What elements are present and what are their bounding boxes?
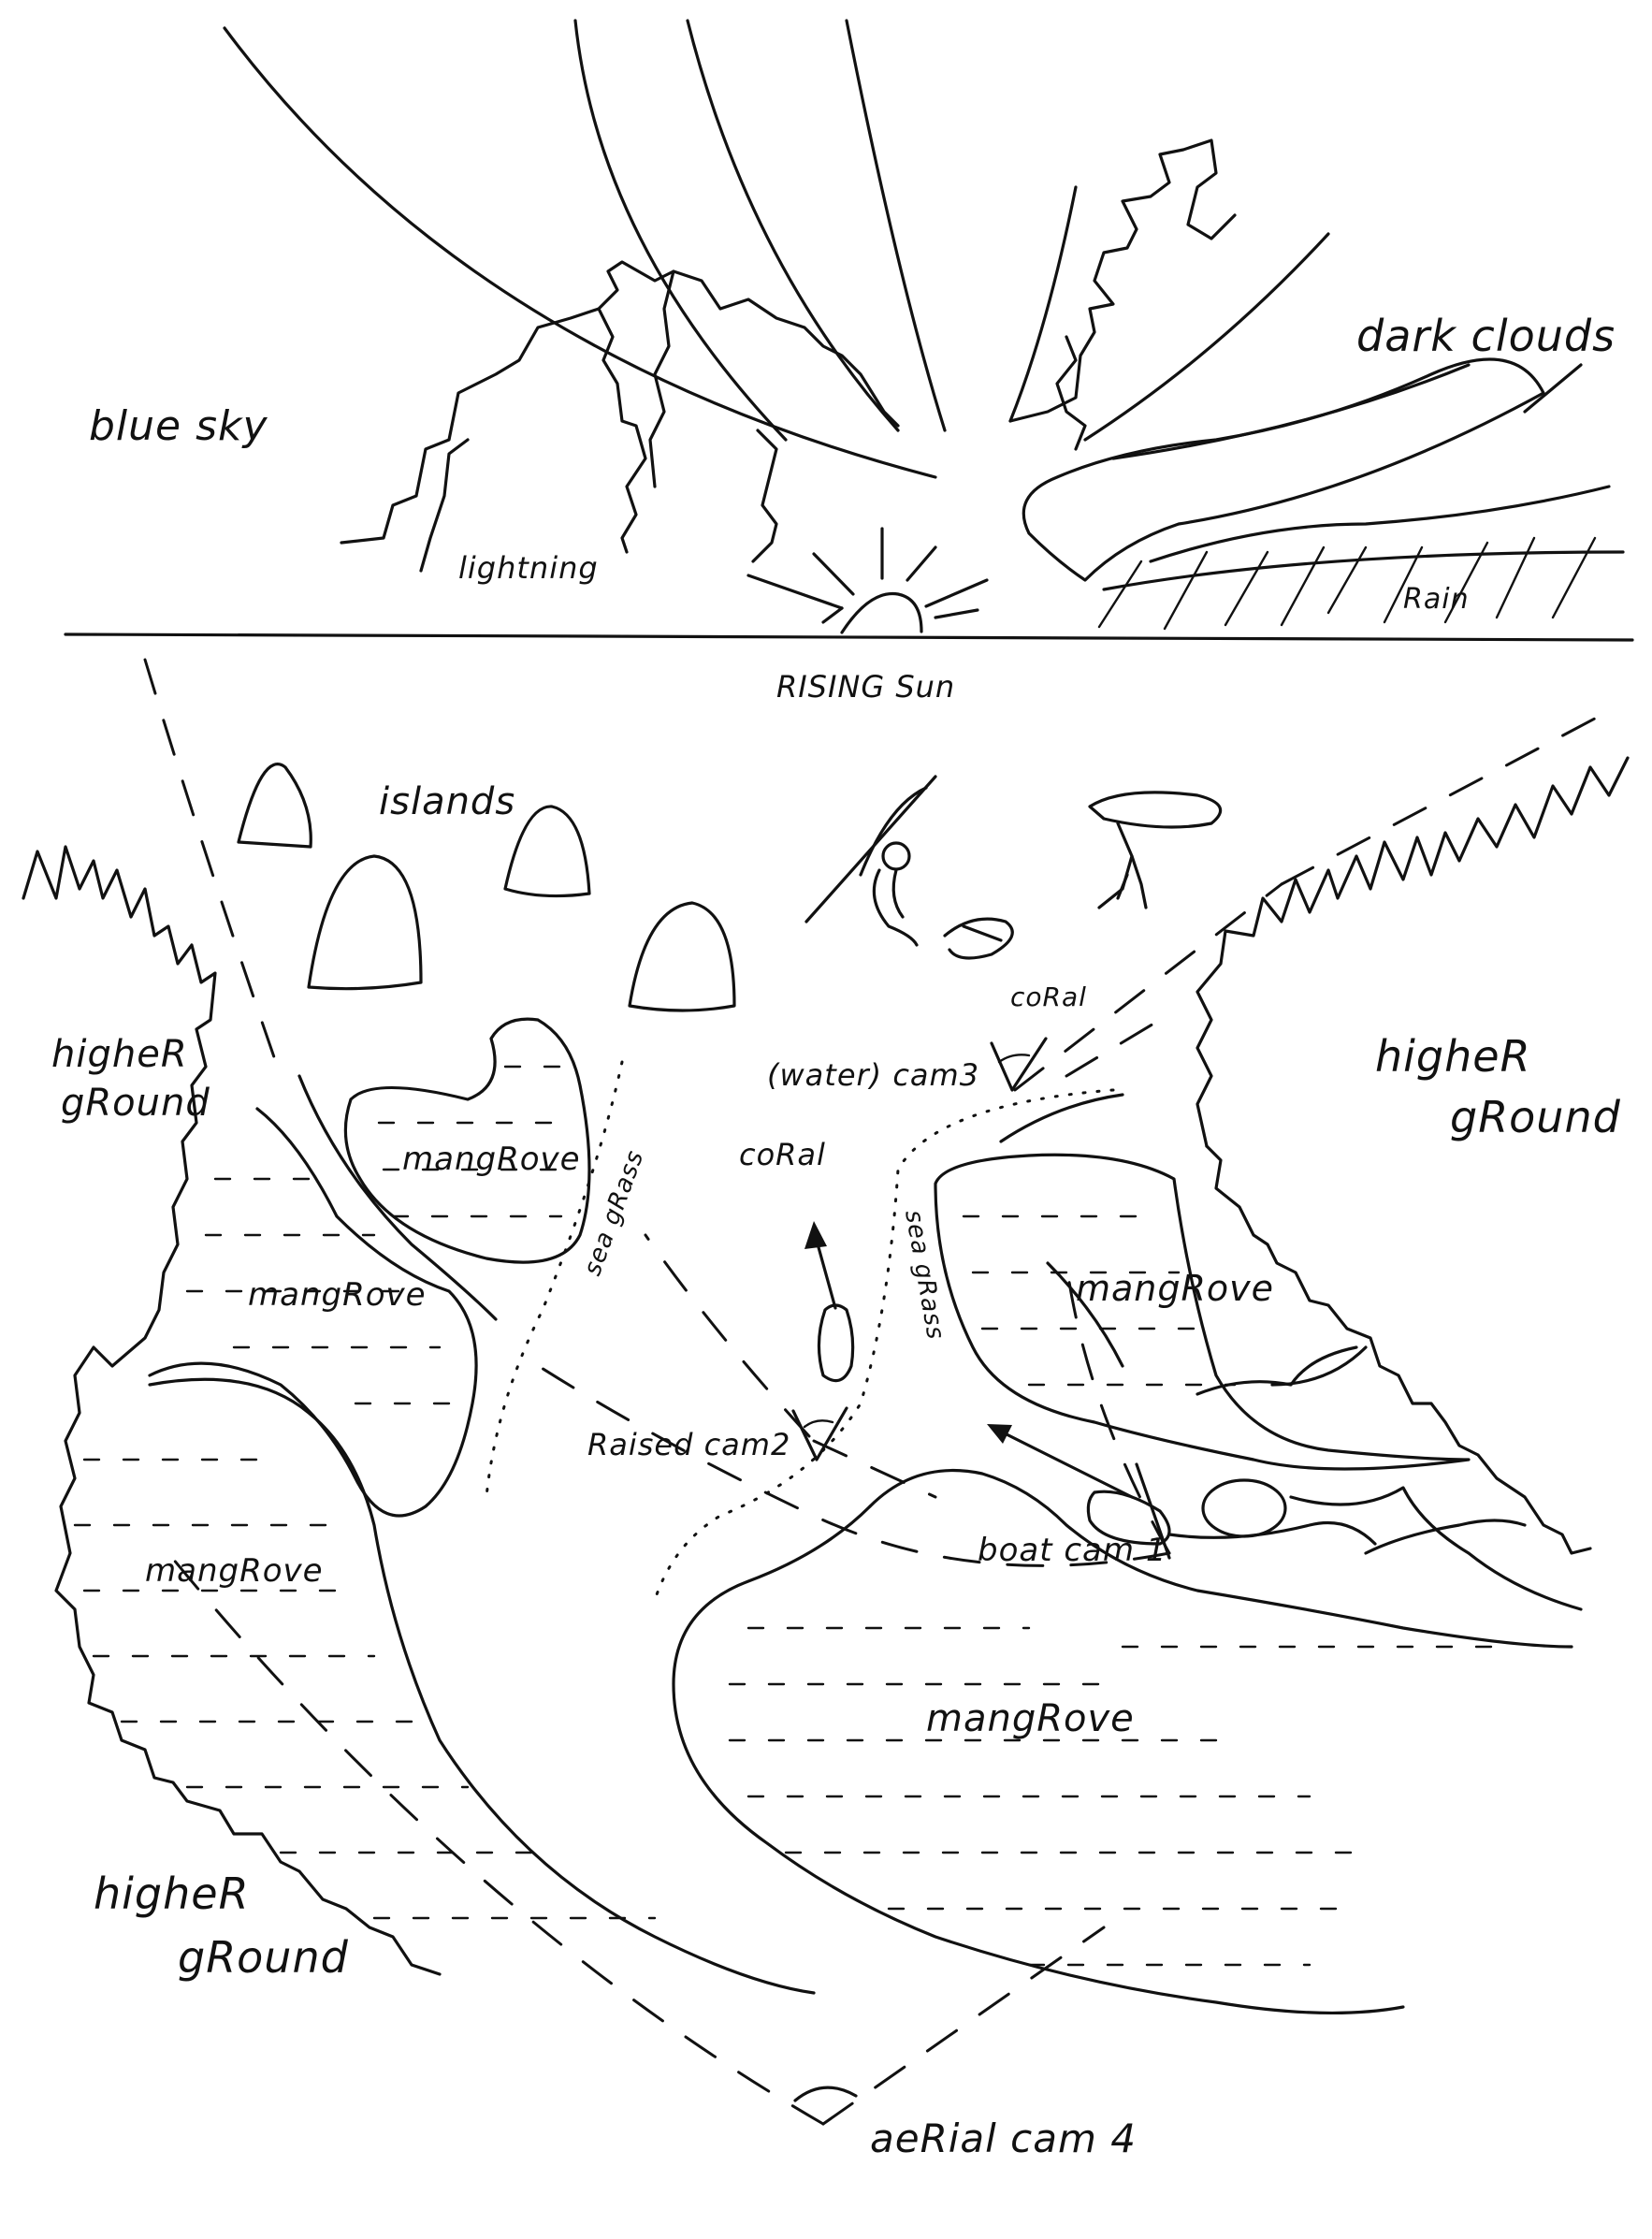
- label-blue-sky: blue sky: [89, 402, 268, 450]
- sky-arc: [225, 28, 935, 477]
- cloud-rays: [575, 21, 1469, 458]
- channel-branch: [1291, 1488, 1581, 1609]
- label-rain: Rain: [1403, 583, 1470, 616]
- aerial-cam-4-icon: [795, 2087, 856, 2101]
- label-coral-top: coRal: [1010, 981, 1087, 1012]
- label-rising-sun: RISING Sun: [776, 669, 955, 705]
- rising-sun: [748, 529, 987, 632]
- label-water-cam-3: (water) cam3: [767, 1057, 979, 1093]
- label-higher-ground-bottom-left-line2: gRound: [178, 1932, 349, 1983]
- island-2: [309, 856, 421, 989]
- label-islands: islands: [379, 780, 515, 823]
- coral-creature: [806, 777, 1012, 958]
- channel-branch-3: [1169, 1523, 1375, 1545]
- boat-with-arrow: [804, 1221, 853, 1381]
- label-mangrove-lower-left: mangRove: [145, 1552, 324, 1590]
- label-higher-ground-right-line2: gRound: [1450, 1092, 1621, 1142]
- label-aerial-cam-4: aeRial cam 4: [870, 2115, 1137, 2161]
- label-coral-mid: coRal: [739, 1137, 826, 1172]
- label-higher-ground-right-line1: higheR: [1375, 1031, 1531, 1082]
- label-mangrove-upper-left: mangRove: [402, 1141, 581, 1178]
- label-higher-ground-bottom-left-line1: higheR: [94, 1868, 250, 1919]
- tree-icon: [1090, 792, 1221, 908]
- label-mangrove-left: mangRove: [248, 1276, 427, 1314]
- label-higher-ground-top-left: higheR gRound: [51, 1033, 210, 1125]
- island-3: [505, 807, 589, 896]
- higher-ground-right: [1197, 758, 1628, 1553]
- label-boat-cam-1: boat cam 1: [978, 1532, 1167, 1569]
- lightning-bolts: [341, 262, 898, 571]
- label-higher-ground-right: higheR gRound: [1375, 1031, 1621, 1142]
- label-mangrove-right: mangRove: [1076, 1268, 1274, 1309]
- label-higher-ground-top-left-line2: gRound: [61, 1082, 210, 1125]
- horizon-line: [65, 634, 1632, 640]
- island-1: [239, 764, 311, 847]
- dark-clouds: [1010, 140, 1623, 589]
- label-higher-ground-top-left-line1: higheR: [51, 1033, 188, 1076]
- label-lightning: lightning: [458, 550, 599, 586]
- label-raised-cam-2: Raised cam2: [587, 1427, 790, 1462]
- label-dark-clouds: dark clouds: [1356, 311, 1616, 361]
- label-sea-grass-right: sea gRass: [899, 1208, 949, 1342]
- pond: [1203, 1480, 1285, 1536]
- water-cam-3-icon: [992, 1039, 1046, 1090]
- higher-ground-left: [23, 847, 440, 1974]
- island-4: [630, 903, 734, 1010]
- label-mangrove-bottom: mangRove: [926, 1697, 1135, 1740]
